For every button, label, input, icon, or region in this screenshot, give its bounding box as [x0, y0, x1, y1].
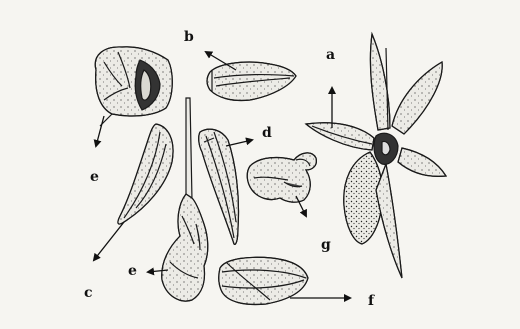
- label-c: c: [84, 286, 93, 300]
- labellum-top-drawing: [95, 47, 172, 126]
- label-e-bottom: e: [128, 264, 137, 278]
- label-a: a: [326, 48, 335, 62]
- label-d-arrow: [226, 140, 252, 146]
- label-c-arrow: [94, 222, 124, 260]
- label-d: d: [262, 126, 272, 140]
- label-e-top: e: [90, 170, 99, 184]
- column-e-bottom-drawing: [162, 98, 208, 301]
- sepal-c-drawing: [118, 124, 173, 224]
- label-g: g: [321, 238, 331, 252]
- label-b: b: [184, 30, 194, 44]
- label-e-top-arrow: [96, 116, 104, 146]
- label-f: f: [368, 294, 374, 308]
- column-g-drawing: [247, 153, 316, 202]
- petal-b-drawing: [207, 62, 296, 100]
